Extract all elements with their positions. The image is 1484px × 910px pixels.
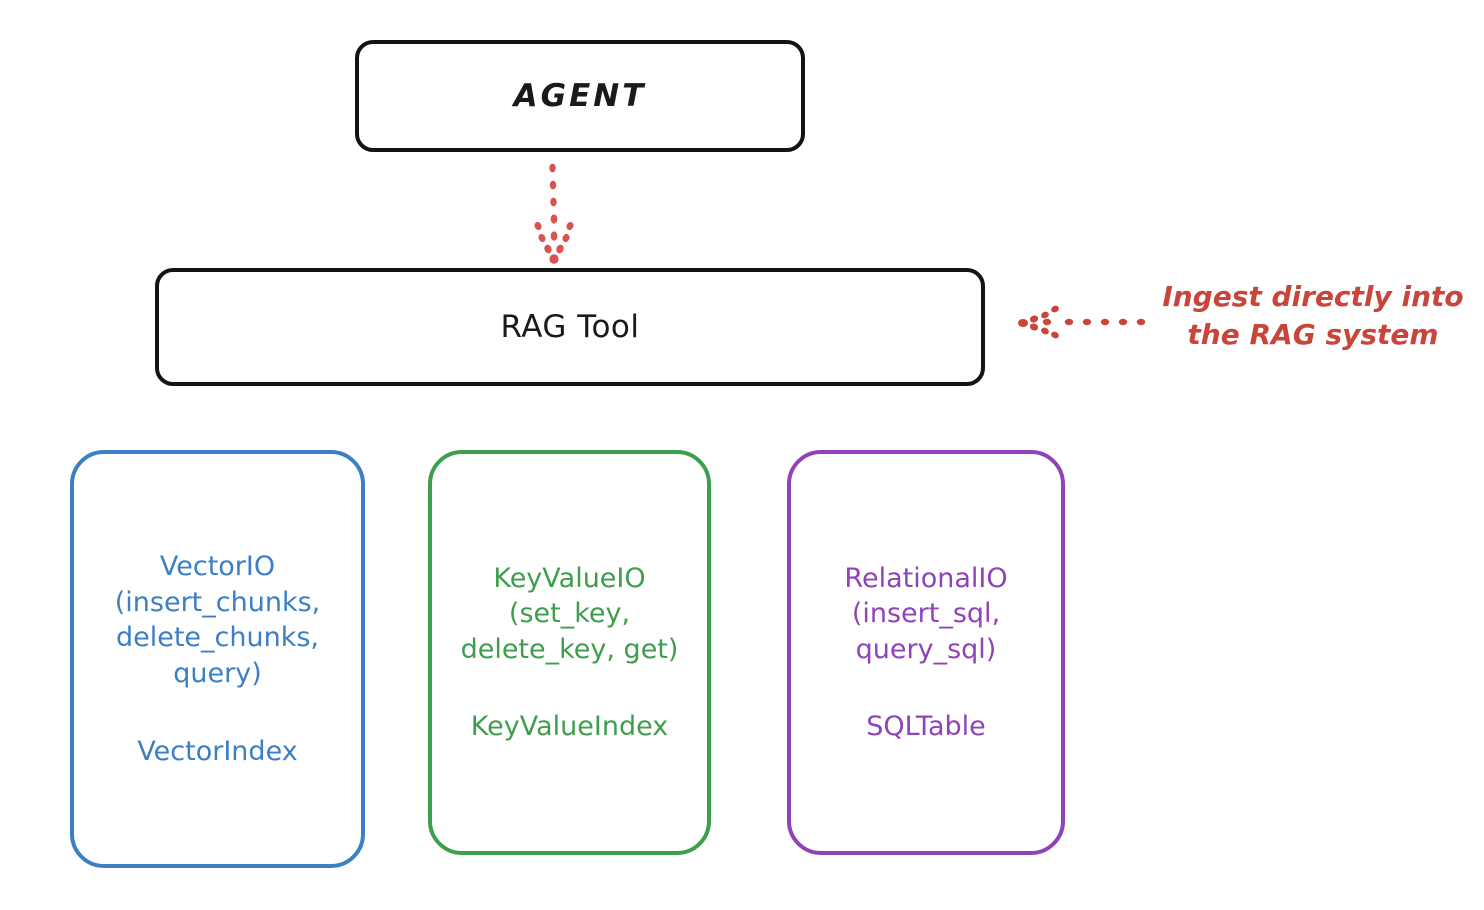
rag-tool-node-label: RAG Tool	[500, 309, 640, 345]
key-value-index-label: KeyValueIndex	[470, 711, 669, 743]
vector-io-node[interactable]: VectorIO (insert_chunks, delete_chunks, …	[70, 450, 365, 868]
sql-table-label: SQLTable	[866, 711, 986, 743]
agent-node[interactable]: AGENT	[355, 40, 805, 152]
relational-io-api-label: RelationalIO (insert_sql, query_sql)	[844, 562, 1008, 665]
vector-index-label: VectorIndex	[137, 735, 298, 767]
agent-to-rag-arrow	[534, 163, 574, 264]
agent-node-label: AGENT	[513, 78, 647, 114]
key-value-io-api-label: KeyValueIO (set_key, delete_key, get)	[460, 562, 679, 665]
rag-tool-node[interactable]: RAG Tool	[155, 268, 985, 386]
key-value-io-node[interactable]: KeyValueIO (set_key, delete_key, get) Ke…	[428, 450, 711, 855]
vector-io-api-label: VectorIO (insert_chunks, delete_chunks, …	[114, 551, 321, 690]
ingest-annotation-label: Ingest directly into the RAG system	[1162, 280, 1464, 352]
ingest-arrow	[1018, 305, 1146, 339]
relational-io-node[interactable]: RelationalIO (insert_sql, query_sql) SQL…	[787, 450, 1065, 855]
